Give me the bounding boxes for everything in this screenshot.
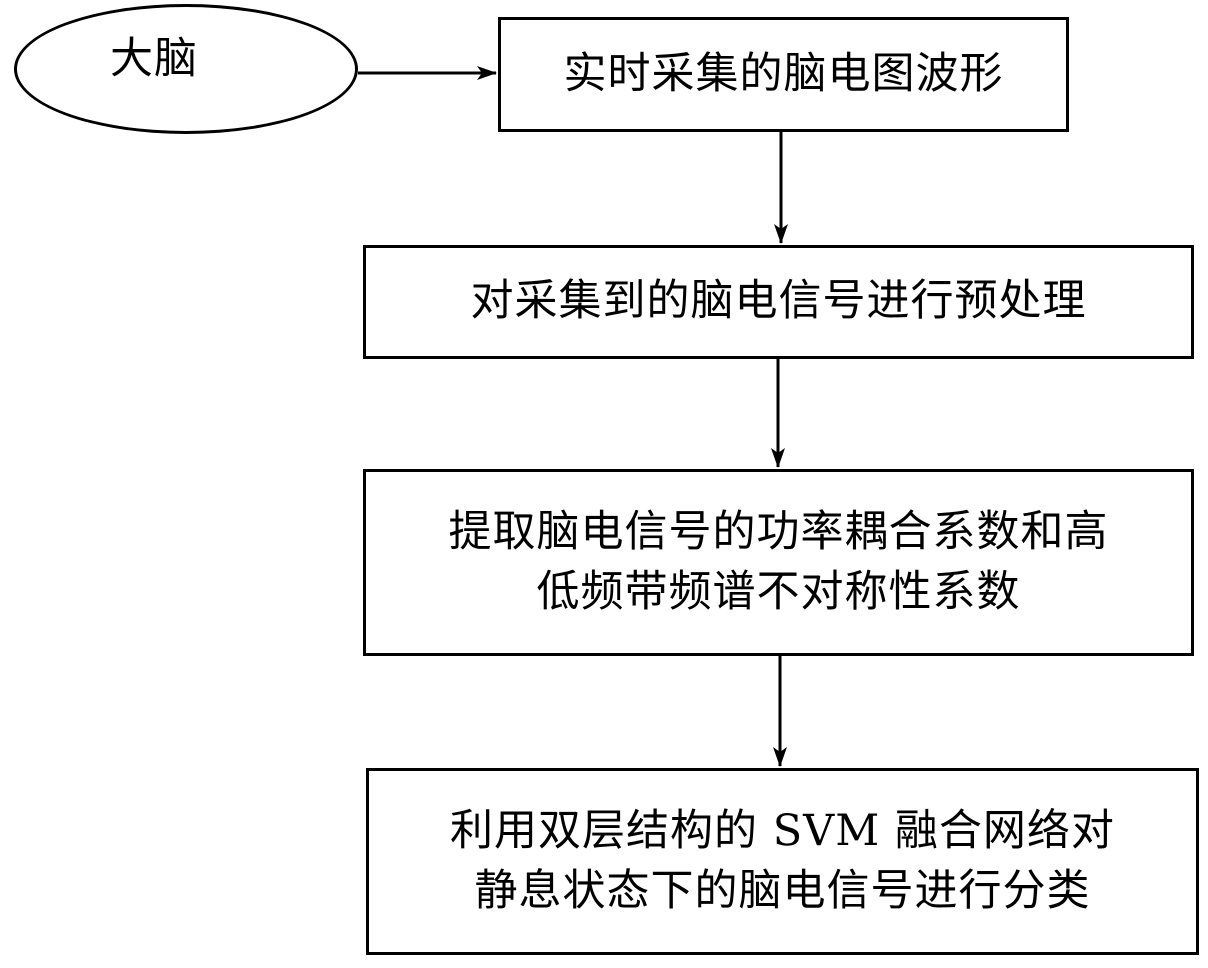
brain-label: 大脑 [110, 34, 198, 85]
svm-classification-box: 利用双层结构的 SVM 融合网络对 静息状态下的脑电信号进行分类 [366, 768, 1199, 955]
preprocessing-label: 对采集到的脑电信号进行预处理 [470, 276, 1087, 327]
eeg-acquisition-label: 实时采集的脑电图波形 [563, 48, 1004, 99]
svm-classification-line-1: 利用双层结构的 SVM 融合网络对 [450, 806, 1115, 857]
svm-classification-label: 利用双层结构的 SVM 融合网络对 静息状态下的脑电信号进行分类 [450, 802, 1115, 921]
feature-extraction-line-2: 低频带频谱不对称性系数 [536, 566, 1021, 617]
feature-extraction-label: 提取脑电信号的功率耦合系数和高 低频带频谱不对称性系数 [449, 503, 1109, 622]
brain-node: 大脑 [14, 4, 358, 134]
eeg-acquisition-box: 实时采集的脑电图波形 [498, 17, 1069, 132]
svm-classification-line-2: 静息状态下的脑电信号进行分类 [474, 865, 1091, 916]
feature-extraction-box: 提取脑电信号的功率耦合系数和高 低频带频谱不对称性系数 [363, 469, 1194, 656]
feature-extraction-line-1: 提取脑电信号的功率耦合系数和高 [448, 507, 1109, 558]
preprocessing-box: 对采集到的脑电信号进行预处理 [363, 245, 1194, 359]
